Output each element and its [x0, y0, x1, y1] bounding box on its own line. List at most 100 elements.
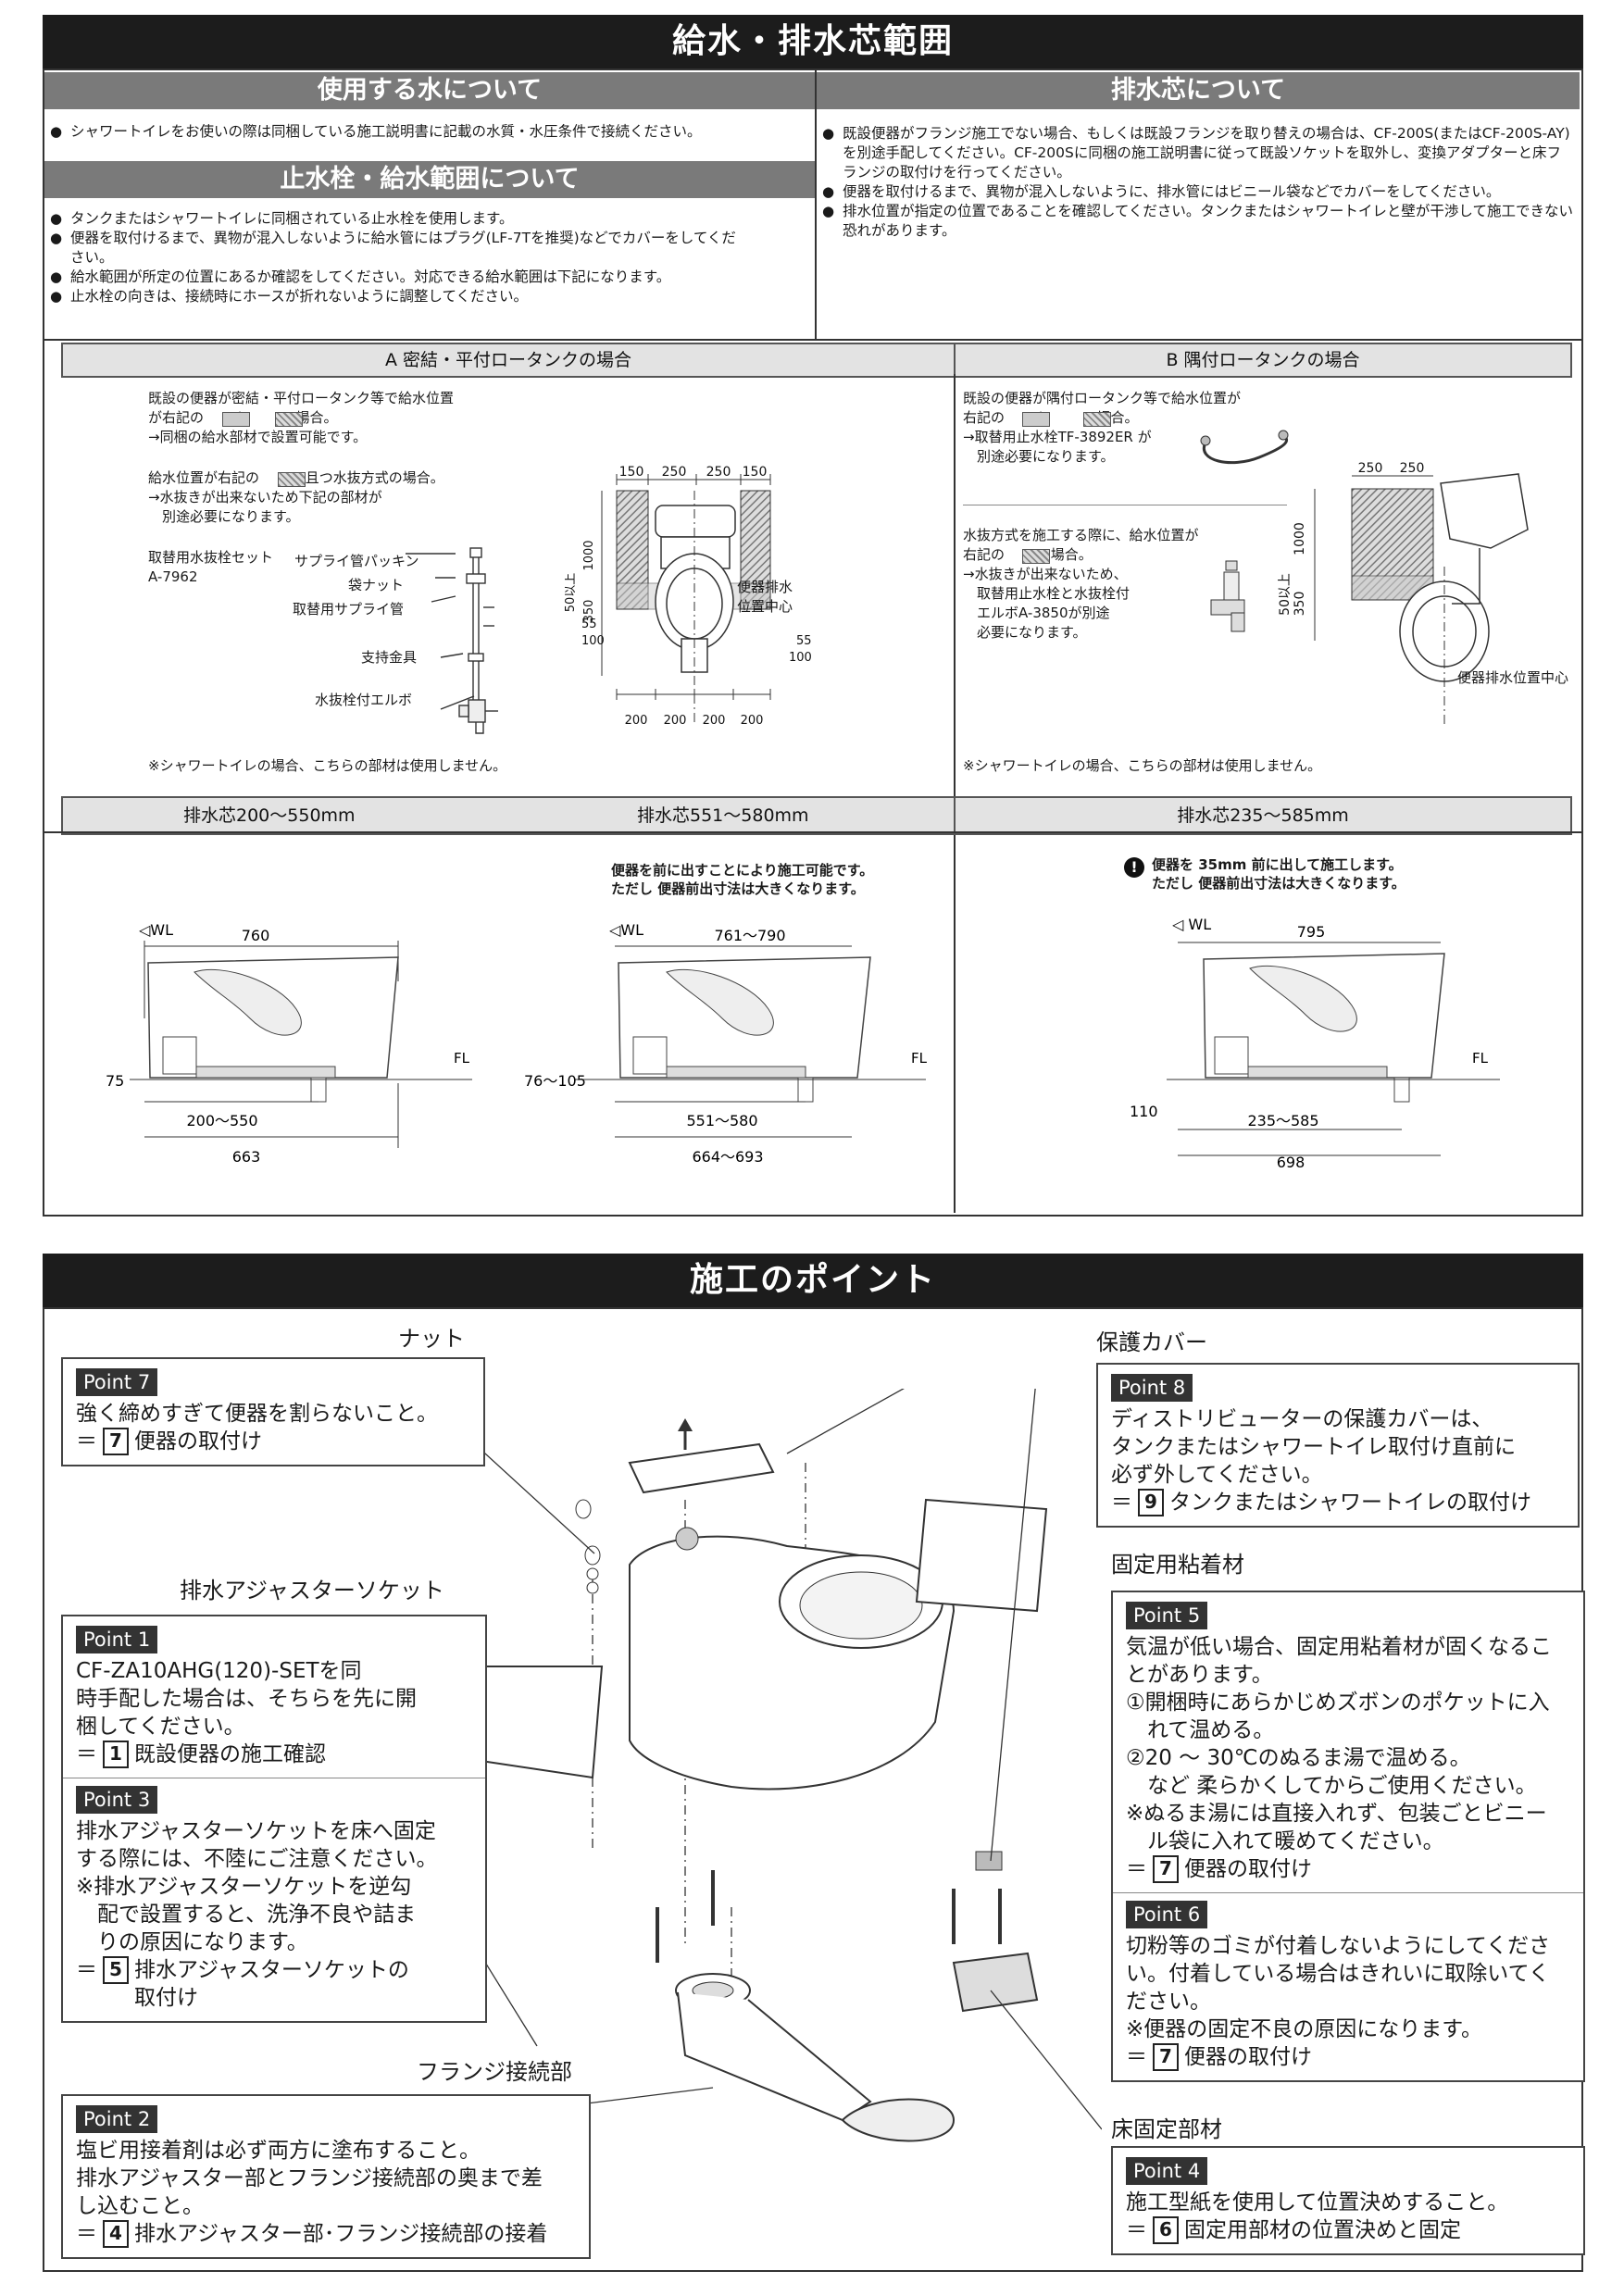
top-divider — [815, 70, 817, 339]
section-a-plan-diagram: 150 250 250 150 1000 50以上 350 55 100 — [565, 465, 812, 728]
part-label: 袋ナット — [348, 577, 405, 593]
valve-note: 給水範囲が所定の位置にあるか確認をしてください。対応できる給水範囲は下記になりま… — [50, 268, 744, 287]
stop-valve-hose-icon — [1200, 430, 1289, 465]
section-a-text1: 既設の便器が密結・平付ロータンク等で給水位置 が右記の と の場合。 →同梱の給… — [148, 390, 455, 445]
fl-label: FL — [454, 1050, 470, 1067]
water-note: シャワートイレをお使いの際は同梱している施工説明書に記載の水質・水圧条件で接続く… — [50, 122, 800, 142]
section-a-text2: 給水位置が右記の で且つ水抜方式の場合。 →水抜きが出来ないため下記の部材が 別… — [148, 469, 444, 525]
point-label: Point 5 — [1126, 1602, 1208, 1629]
fl-label: FL — [911, 1050, 928, 1067]
part-label: 取替用サプライ管 — [293, 601, 405, 618]
dim-label: 200 — [664, 714, 687, 728]
dim-label: 1000 — [1293, 522, 1307, 555]
valve-note: 止水栓の向きは、接続時にホースが折れないように調整してください。 — [50, 287, 744, 306]
dim-label: 350 — [1293, 592, 1307, 617]
section-b-header: B 隅付ロータンクの場合 — [954, 343, 1572, 378]
step-text: 固定用部材の位置決めと固定 — [1184, 2218, 1461, 2242]
dim-label: 50以上 — [1278, 573, 1293, 616]
dim-label: 235〜585 — [1247, 1112, 1318, 1129]
step-number: 9 — [1138, 1489, 1164, 1516]
step-text: 便器の取付け — [1184, 1857, 1312, 1881]
section-b-plan-diagram: 250 250 1000 350 50以上 — [1278, 461, 1529, 724]
drain-range-label-2: 排水芯551〜580mm — [637, 805, 809, 826]
section-a-note: ※シャワートイレの場合、こちらの部材は使用しません。 — [148, 757, 507, 774]
part-label: 支持金具 — [361, 649, 418, 666]
section-b-text2: 水抜方式を施工する際に、給水位置が 右記の の場合。 →水抜きが出来ないため、 … — [963, 527, 1199, 641]
step-text: タンクまたはシャワートイレの取付け — [1169, 1491, 1531, 1515]
point-label: Point 2 — [76, 2105, 158, 2133]
point-label: Point 8 — [1111, 1374, 1193, 1402]
dim-label: 760 — [242, 927, 270, 944]
dim-label: 250 — [1358, 461, 1383, 476]
point-body: 切粉等のゴミが付着しないようにしてくださ い。付着している場合はきれいに取除いて… — [1126, 1934, 1551, 2041]
dim-label: 200〜550 — [186, 1112, 257, 1129]
dim-label: 795 — [1297, 923, 1326, 941]
dim-label: 100 — [581, 634, 605, 648]
dim-label: 698 — [1277, 1154, 1305, 1171]
socket-label: 排水アジャスターソケット — [180, 1578, 444, 1603]
dim-label: 55 — [581, 618, 597, 631]
wl-label: ◁ WL — [1171, 916, 1211, 933]
water-heading: 使用する水について — [44, 72, 815, 109]
point-body: 強く締めすぎて便器を割らないこと。 — [76, 1402, 438, 1426]
drain-row-divider — [44, 831, 1581, 833]
step-text: 排水アジャスターソケットの 取付け — [134, 1958, 409, 2010]
wl-label: ◁WL — [608, 921, 643, 939]
dim-label: 663 — [232, 1148, 261, 1166]
point-2-box: Point 2 塩ビ用接着剤は必ず両方に塗布すること。 排水アジャスター部とフラ… — [61, 2094, 591, 2259]
step-text: 既設便器の施工確認 — [134, 1742, 326, 1766]
dim-label: 76〜105 — [524, 1072, 586, 1090]
dim-label: 200 — [703, 714, 726, 728]
drain-note: 排水位置が指定の位置であることを確認してください。タンクまたはシャワートイレと壁… — [822, 202, 1574, 241]
dim-label: 55 — [796, 634, 812, 648]
legend-plain-b — [1022, 412, 1050, 427]
step-text: 排水アジャスター部･フランジ接続部の接着 — [134, 2222, 548, 2246]
fl-label: FL — [1472, 1050, 1489, 1067]
point-8-box: Point 8 ディストリビューターの保護カバーは、 タンクまたはシャワートイレ… — [1096, 1363, 1580, 1528]
step-number: 6 — [1153, 2216, 1179, 2244]
wl-label: ◁WL — [138, 921, 173, 939]
dim-label: 150 — [619, 465, 644, 480]
drain-elbow-icon — [1210, 560, 1245, 632]
dim-label: 664〜693 — [692, 1148, 763, 1166]
drain-note: 既設便器がフランジ施工でない場合、もしくは既設フランジを取り替えの場合は、CF-… — [822, 124, 1574, 182]
section-b-note: ※シャワートイレの場合、こちらの部材は使用しません。 — [963, 757, 1322, 774]
step-number: 1 — [103, 1741, 129, 1768]
step-text: 便器の取付け — [134, 1429, 262, 1454]
kit-name: 取替用水抜栓セット A-7962 — [148, 549, 274, 585]
ab-divider — [954, 374, 956, 1213]
drain-heading: 排水芯について — [817, 72, 1580, 109]
adhesive-label: 固定用粘着材 — [1111, 1552, 1244, 1578]
valve-notes: タンクまたはシャワートイレに同梱されている止水栓を使用します。 便器を取付けるま… — [50, 209, 744, 306]
point-body: 排水アジャスターソケットを床へ固定 する際には、不陸にご注意ください。 ※排水ア… — [76, 1819, 438, 1954]
point-5-6-box: Point 5 気温が低い場合、固定用粘着材が固くなるこ とがあります。 ①開梱… — [1111, 1591, 1585, 2082]
point-label: Point 6 — [1126, 1901, 1208, 1928]
dim-label: 1000 — [582, 540, 596, 570]
point-label: Point 4 — [1126, 2157, 1208, 2185]
dim-label: 50以上 — [565, 573, 578, 613]
floor-part-label: 床固定部材 — [1111, 2116, 1222, 2142]
drain-range-header-1: 排水芯200〜550mm 排水芯551〜580mm — [61, 796, 956, 835]
points-title: 施工のポイント — [43, 1254, 1583, 1307]
dim-label: 551〜580 — [686, 1112, 757, 1129]
valve-note: 便器を取付けるまで、異物が混入しないように給水管にはプラグ(LF-7Tを推奨)な… — [50, 229, 744, 268]
step-number: 5 — [103, 1956, 129, 1984]
dim-label: 250 — [706, 465, 731, 480]
warning-icon: ! — [1124, 857, 1144, 878]
supply-drain-title: 給水・排水芯範囲 — [43, 15, 1583, 69]
dim-label: 150 — [743, 465, 768, 480]
drain-diagram-1: ◁WL 760 FL 75 200〜550 663 — [106, 921, 472, 1166]
water-notes: シャワートイレをお使いの際は同梱している施工説明書に記載の水質・水圧条件で接続く… — [50, 122, 800, 142]
dim-label: 350 — [582, 600, 596, 623]
dim-label: 75 — [106, 1072, 124, 1090]
point-body: CF-ZA10AHG(120)-SETを同 時手配した場合は、そちらを先に開 梱… — [76, 1659, 417, 1739]
point-label: Point 7 — [76, 1368, 158, 1396]
part-label: 水抜栓付エルボ — [315, 692, 413, 708]
